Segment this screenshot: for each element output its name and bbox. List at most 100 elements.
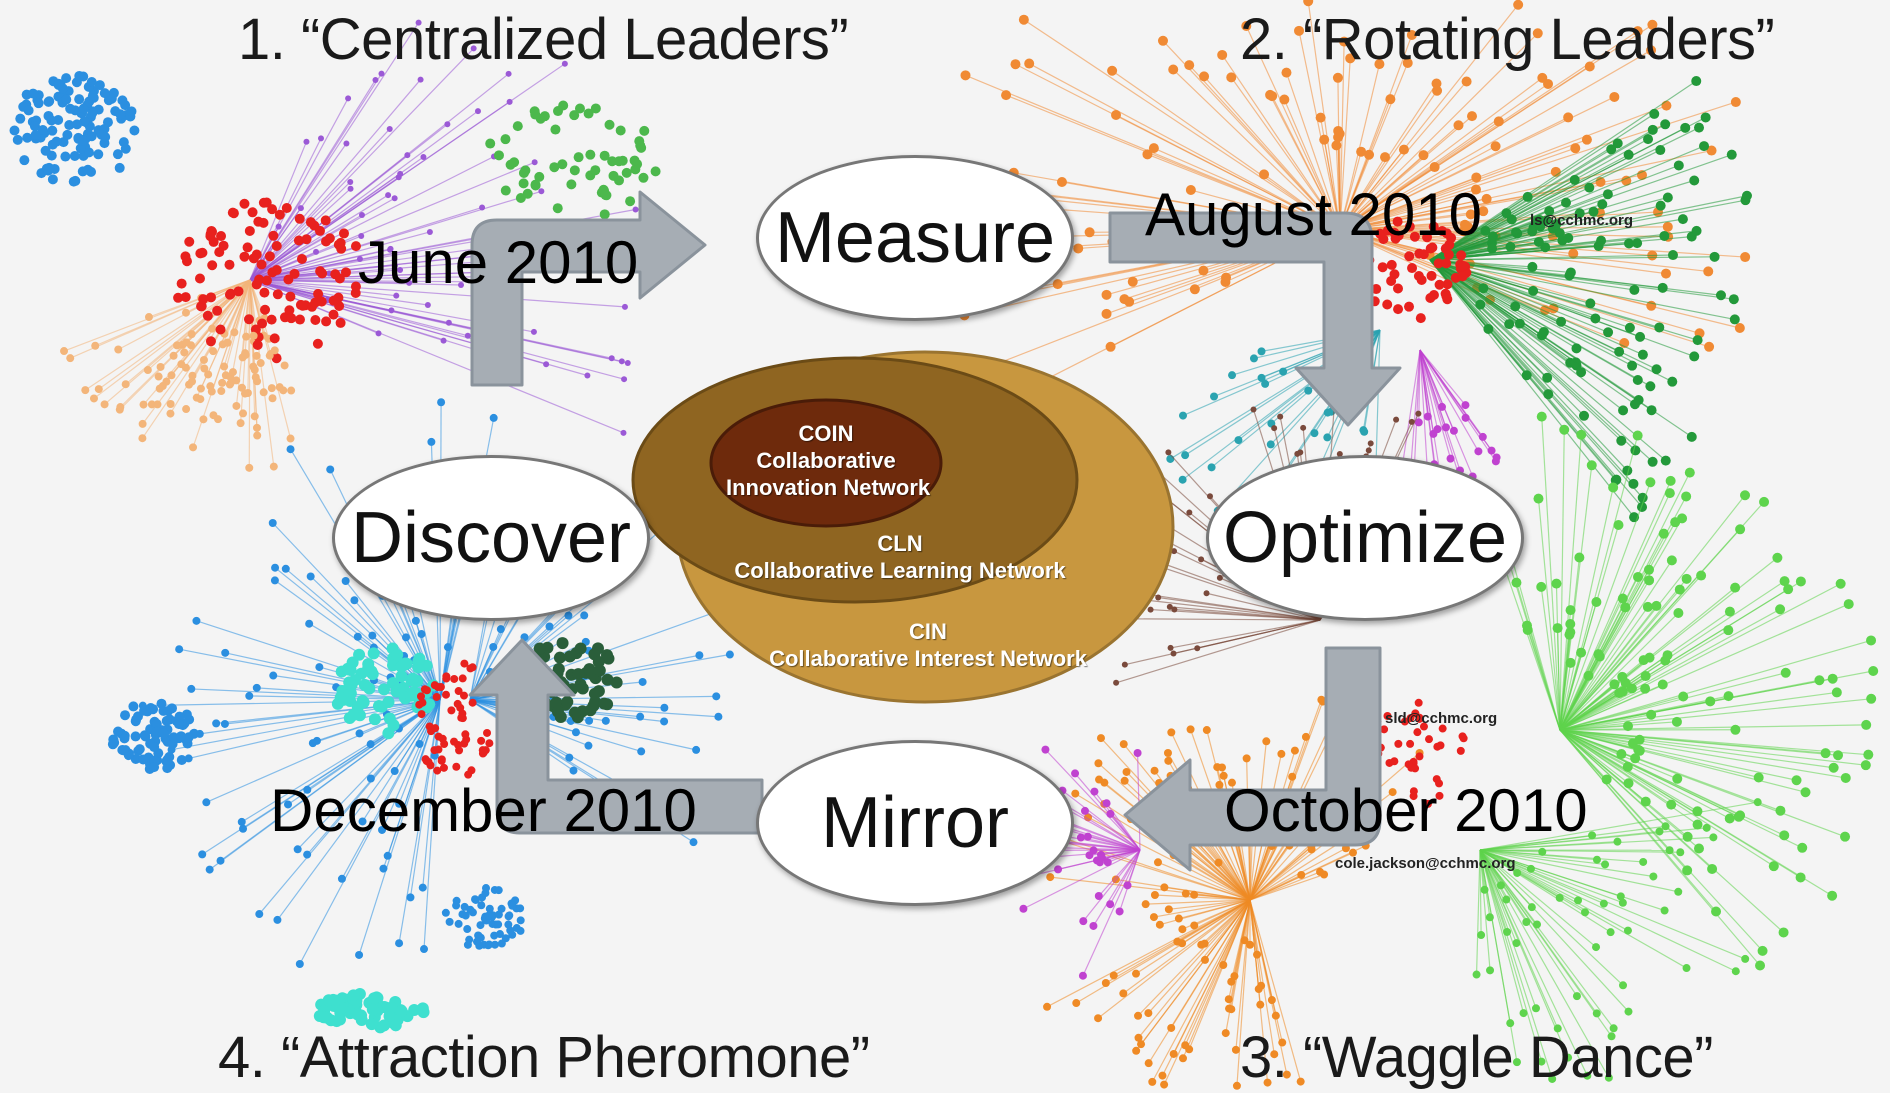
network-edge	[1188, 64, 1341, 231]
network-node	[1623, 926, 1632, 935]
network-node	[1492, 453, 1501, 462]
network-node	[960, 70, 971, 81]
network-node	[1425, 735, 1434, 744]
network-node	[1071, 789, 1080, 798]
network-node	[206, 292, 217, 303]
discover-node: Discover	[332, 455, 650, 621]
network-edge	[1170, 899, 1251, 1029]
network-node	[1184, 60, 1195, 71]
network-node	[270, 346, 279, 355]
network-edge	[1005, 94, 1341, 231]
network-node	[46, 115, 57, 126]
network-node	[1660, 268, 1671, 279]
network-node	[1597, 199, 1608, 210]
network-edge	[1557, 628, 1561, 731]
network-node	[1674, 584, 1685, 595]
network-node	[228, 368, 237, 377]
network-node	[1095, 775, 1104, 784]
network-edge	[1559, 729, 1688, 871]
network-node	[176, 278, 187, 289]
network-node	[1189, 284, 1200, 295]
network-edge	[1429, 259, 1510, 325]
date-august-2010: August 2010	[1145, 181, 1482, 248]
network-node	[1225, 1004, 1234, 1013]
network-node	[1689, 351, 1700, 362]
network-node	[1134, 1011, 1143, 1020]
network-node	[1115, 907, 1124, 916]
network-edge	[1479, 801, 1758, 851]
network-node	[121, 380, 130, 389]
network-node	[1709, 251, 1720, 262]
network-node	[1662, 192, 1673, 203]
network-node	[1735, 810, 1746, 821]
network-edge	[1429, 259, 1545, 333]
network-edge	[1084, 810, 1141, 851]
network-node	[500, 185, 511, 196]
network-node	[1122, 767, 1131, 776]
network-node	[506, 926, 515, 935]
network-node	[1257, 347, 1266, 356]
network-node	[1165, 449, 1172, 456]
network-node	[1103, 858, 1112, 867]
network-node	[636, 712, 645, 721]
network-node	[1199, 71, 1210, 82]
network-node	[615, 125, 626, 136]
network-node	[1800, 787, 1811, 798]
network-node	[1415, 713, 1424, 722]
network-node	[463, 940, 472, 949]
network-edge	[249, 110, 479, 281]
network-node	[483, 728, 492, 737]
network-node	[345, 679, 358, 692]
network-node	[1242, 754, 1251, 763]
network-node	[422, 686, 431, 695]
network-edge	[249, 279, 256, 333]
network-node	[1084, 227, 1095, 238]
network-node	[689, 838, 698, 847]
network-node	[209, 347, 218, 356]
network-node	[1693, 843, 1704, 854]
email-label-waggle-2: cole.jackson@cchmc.org	[1335, 855, 1516, 872]
network-node	[350, 241, 361, 252]
network-node	[320, 215, 331, 226]
network-node	[1606, 928, 1615, 937]
network-edge	[1249, 871, 1321, 901]
network-node	[477, 736, 486, 745]
network-node	[1465, 209, 1476, 220]
network-edge	[1154, 894, 1251, 901]
network-edge	[249, 279, 444, 342]
network-node	[271, 265, 282, 276]
network-edge	[1147, 899, 1251, 1014]
network-node	[1179, 411, 1188, 420]
network-node	[1601, 860, 1610, 869]
network-node	[1241, 20, 1252, 31]
network-edge	[1537, 498, 1561, 731]
network-node	[1453, 120, 1464, 131]
network-node	[552, 203, 563, 214]
network-node	[1664, 488, 1675, 499]
network-node	[1572, 992, 1581, 1001]
network-node	[244, 225, 255, 236]
network-node	[424, 758, 433, 767]
network-edge	[1559, 575, 1702, 731]
network-node	[569, 110, 580, 121]
network-node	[74, 94, 85, 105]
network-node	[1637, 501, 1648, 512]
network-node	[416, 692, 425, 701]
network-node	[440, 337, 447, 344]
network-node	[1262, 737, 1271, 746]
network-node	[180, 348, 189, 357]
network-node	[1667, 376, 1678, 387]
network-node	[53, 78, 64, 89]
network-node	[1831, 687, 1842, 698]
network-node	[1564, 270, 1575, 281]
network-edge	[188, 699, 441, 760]
network-node	[1339, 36, 1350, 47]
network-node	[518, 178, 529, 189]
network-node	[69, 150, 80, 161]
network-node	[568, 706, 581, 719]
network-node	[1478, 432, 1487, 441]
network-node	[424, 301, 431, 308]
network-node	[489, 413, 498, 422]
network-node	[1072, 999, 1081, 1008]
network-node	[453, 699, 462, 708]
